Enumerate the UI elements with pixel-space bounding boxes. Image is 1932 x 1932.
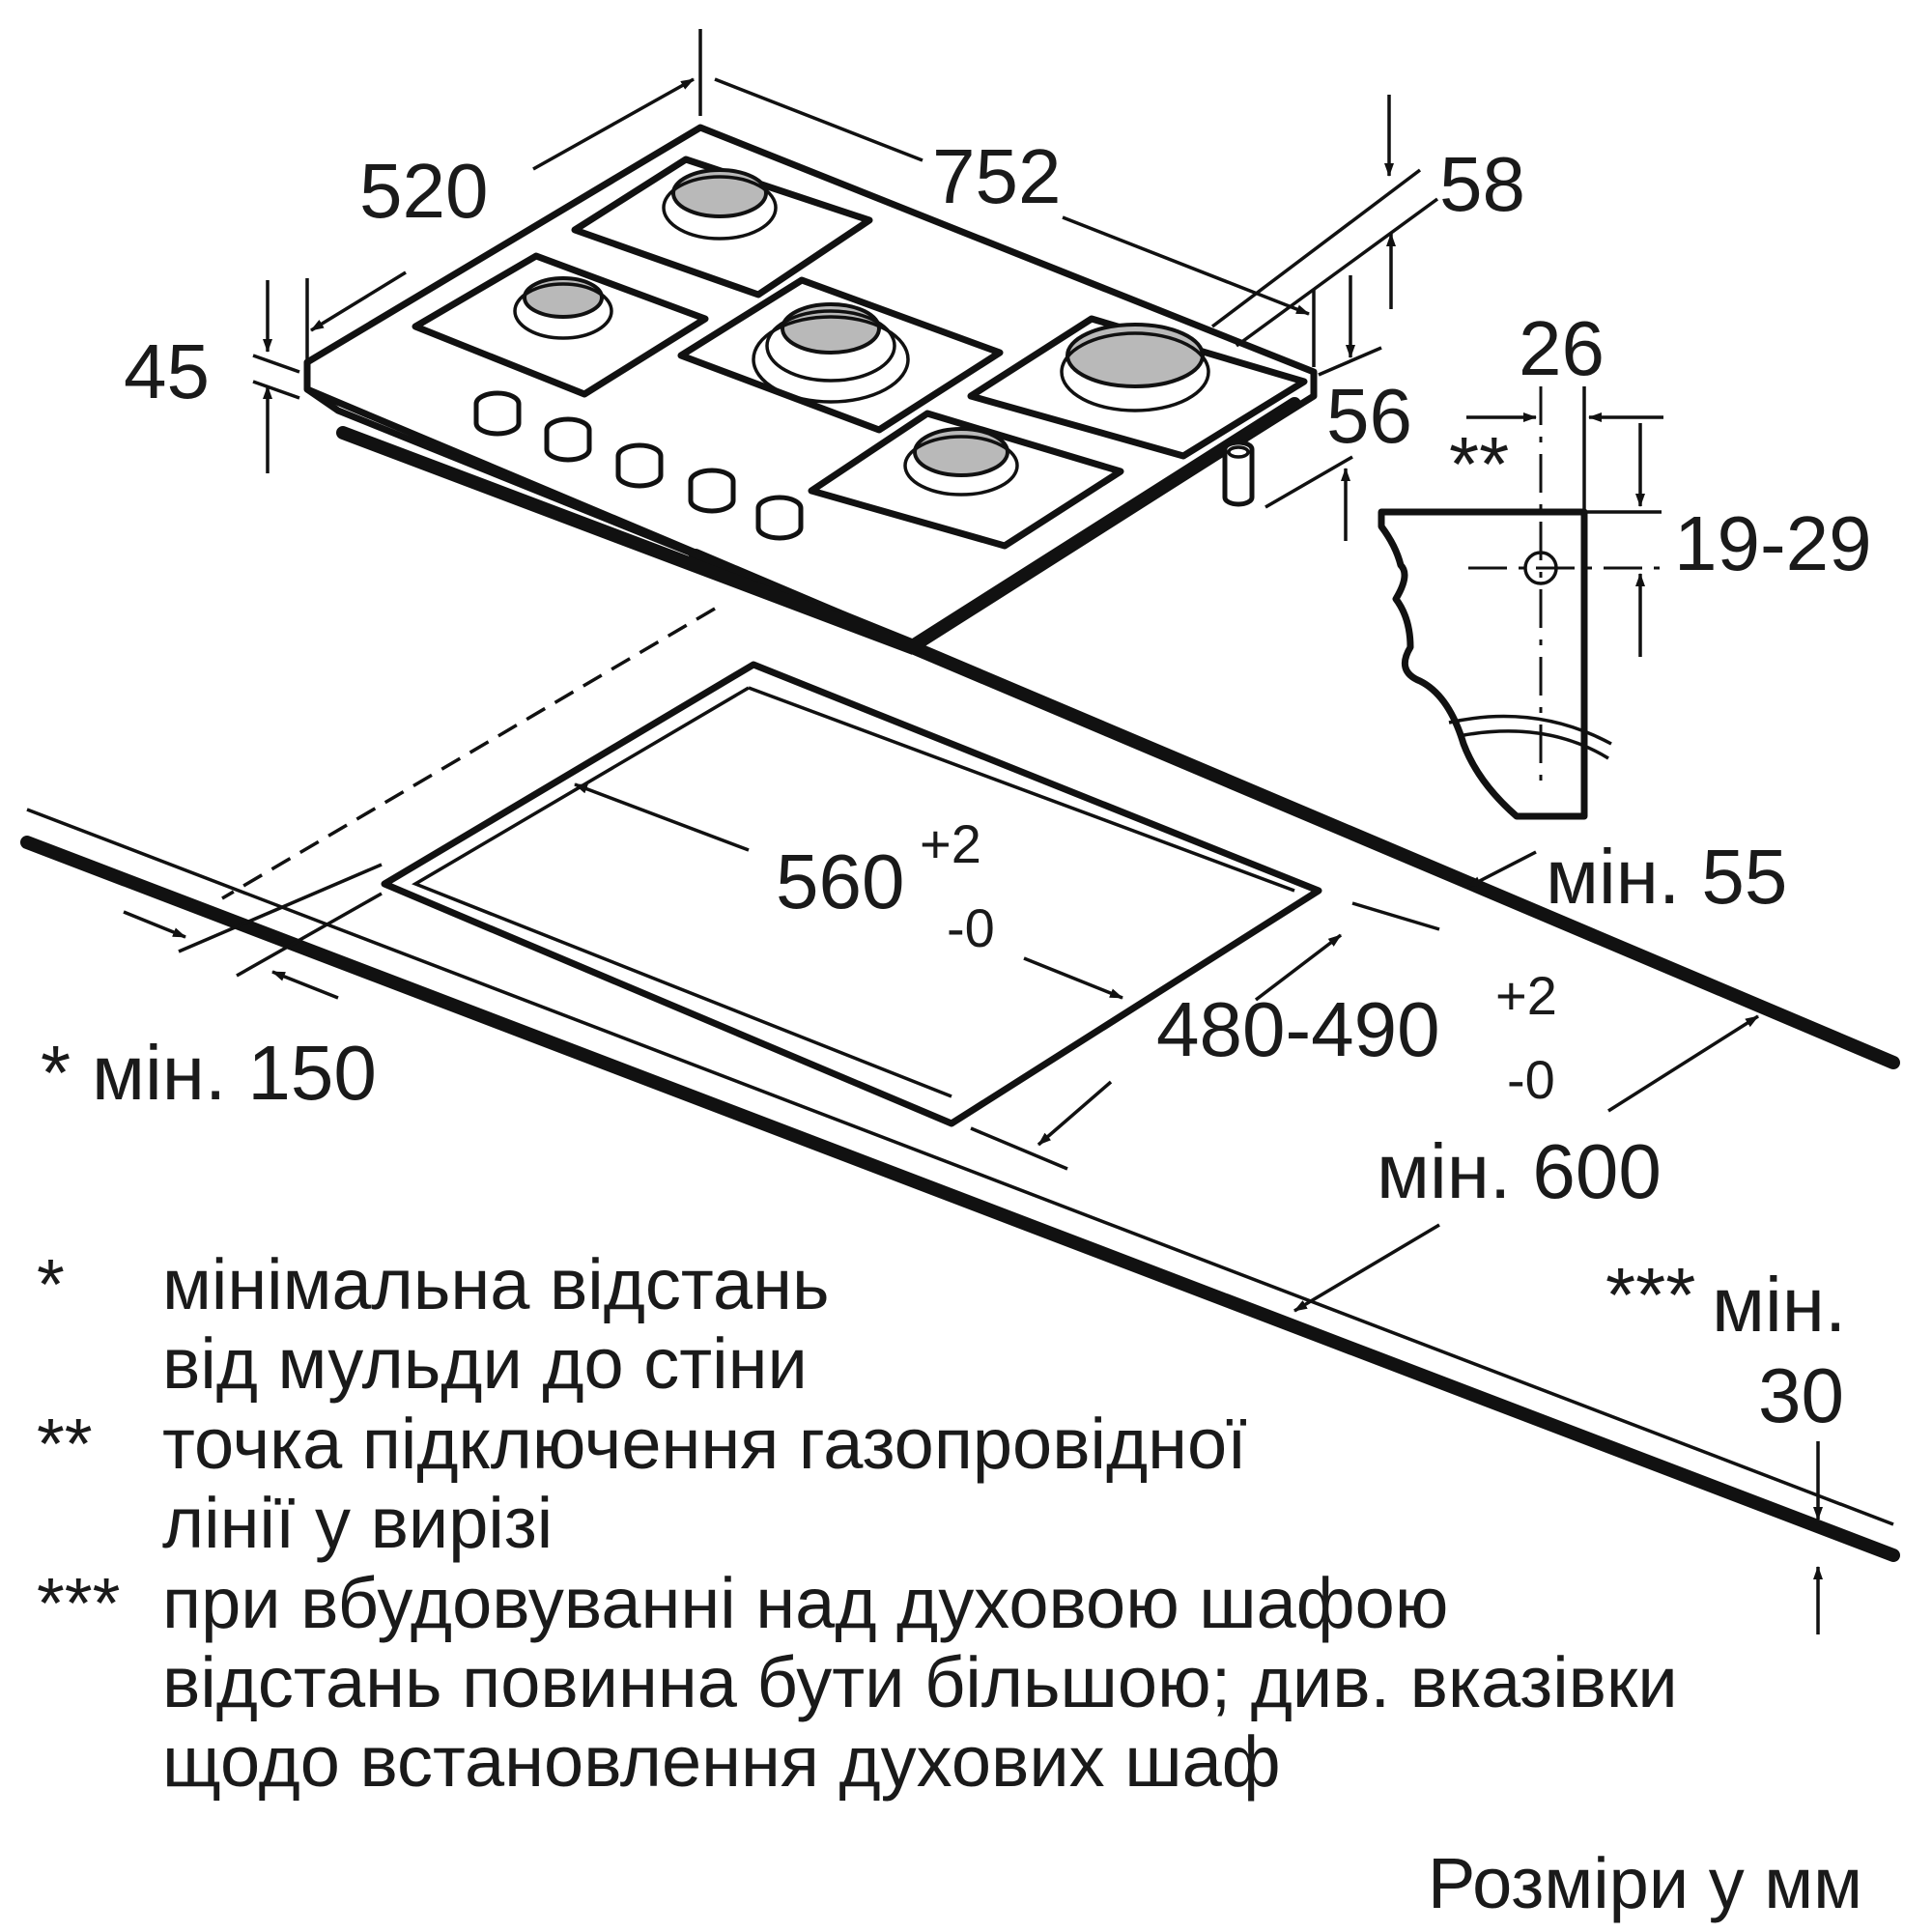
gas-width-label: 26 <box>1519 305 1605 391</box>
hob-dimension-lines <box>252 29 1439 541</box>
knob-4 <box>688 468 736 514</box>
width-dim-line-right <box>1062 215 1310 316</box>
control-knobs <box>473 390 804 541</box>
burner-ring-front-left <box>513 282 613 340</box>
cutout-outer-edge <box>381 661 1322 1127</box>
cutout-depth-ext-front <box>970 1126 1068 1171</box>
note-1-line-2: від мульди до стіни <box>162 1323 808 1404</box>
worktop-clearance-value: 30 <box>1758 1352 1844 1438</box>
gas-marker-label: ** <box>1449 421 1509 507</box>
worktop-top-front-edge <box>26 808 1894 1526</box>
cutout <box>381 661 1322 1127</box>
note-1-marker: * <box>37 1244 65 1324</box>
note-1-line-1: мінімальна відстань <box>162 1244 830 1324</box>
side-clearance-arrow-top <box>1607 1014 1759 1113</box>
height-right-ext-top <box>1318 346 1382 377</box>
back-clearance-arrow <box>1467 850 1537 889</box>
worktop-clearance-label: мін. <box>1712 1262 1846 1348</box>
cutout-depth-ext-back <box>1351 901 1440 931</box>
pan-support-center <box>677 276 1004 434</box>
side-clearance-label: мін. 600 <box>1377 1128 1662 1214</box>
hob-depth-label: 520 <box>359 148 488 234</box>
top-offset-ext-bottom <box>1235 197 1439 348</box>
cutout-dimension-lines <box>123 782 1823 1634</box>
knob-2 <box>544 416 592 463</box>
worktop-bottom-front-edge <box>20 836 1900 1562</box>
hob-height-left-label: 45 <box>124 328 210 414</box>
worktop-section-profile <box>1378 508 1588 820</box>
width-dim-line-left <box>714 77 923 162</box>
burner-ring-back-right <box>1060 331 1210 412</box>
hob-height-right-label: 56 <box>1326 373 1412 459</box>
pan-support-back-left <box>571 156 873 298</box>
cutout-depth-arrow-back <box>1254 933 1343 1002</box>
burner-ring-front-right <box>903 435 1019 497</box>
hob-bottom-edge <box>336 397 1301 655</box>
height-left-ext-top <box>252 354 300 374</box>
side-clearance-arrow-bottom <box>1293 1223 1440 1313</box>
burner-back-left <box>671 168 768 218</box>
top-offset-ext-top <box>1210 168 1422 328</box>
note-2-line-2: лінії у вирізі <box>162 1483 553 1563</box>
burner-ring-center <box>765 309 896 383</box>
knob-1 <box>473 390 522 437</box>
cutout-depth-tol-plus: +2 <box>1495 965 1557 1026</box>
front-clearance-arrow-right <box>271 970 339 1000</box>
note-3-line-3: щодо встановлення духових шаф <box>162 1721 1281 1802</box>
note-2-line-1: точка підключення газопровідної <box>162 1404 1247 1484</box>
hob-front-lip <box>305 386 915 646</box>
front-clearance-label: мін. 150 <box>92 1030 377 1116</box>
cutout-width-arrow-right <box>1023 956 1123 1000</box>
cutout-width-tol-minus: -0 <box>947 897 995 958</box>
note-3-line-2: відстань повинна бути більшою; див. вказ… <box>162 1642 1678 1722</box>
pan-support-back-right <box>967 315 1308 460</box>
note-3-line-1: при вбудовуванні над духовою шафою <box>162 1563 1448 1643</box>
pan-support-front-right <box>808 410 1124 550</box>
cutout-depth-label: 480-490 <box>1156 986 1440 1072</box>
front-clearance-ext-line <box>178 863 383 953</box>
gas-connection-detail <box>1378 386 1666 820</box>
note-3-marker: *** <box>37 1563 120 1643</box>
cutout-inner-left-edge <box>412 686 952 1098</box>
gas-connection-pipe-opening <box>1227 445 1250 459</box>
gas-height-label: 19-29 <box>1674 500 1872 586</box>
footnotes: * мінімальна відстань від мульди до стін… <box>37 1244 1862 1923</box>
pan-support-front-left <box>412 252 709 398</box>
section-break-line-top <box>1448 714 1612 746</box>
dimension-labels: 520 752 45 58 56 26 ** 19-29 560 +2 -0 4… <box>41 133 1872 1438</box>
height-right-ext-bottom <box>1264 455 1353 509</box>
burner-ring-back-left <box>662 175 778 241</box>
front-clearance-prefix: * <box>41 1030 71 1116</box>
cutout-width-arrow-left <box>574 782 750 852</box>
worktop-left-hidden-edge <box>221 607 716 900</box>
hob-top-offset-label: 58 <box>1439 141 1525 227</box>
front-clearance-ext-line-inner <box>236 892 383 978</box>
back-clearance-label: мін. 55 <box>1546 834 1787 920</box>
cutout-inner-back-edge <box>748 686 1295 893</box>
note-2-marker: ** <box>37 1404 93 1484</box>
height-left-ext-bottom <box>252 380 300 400</box>
front-clearance-arrow-left <box>123 910 186 939</box>
worktop-clearance-prefix: *** <box>1605 1252 1695 1338</box>
knob-5 <box>755 495 804 541</box>
cutout-width-tol-plus: +2 <box>920 813 981 874</box>
knob-3 <box>615 442 664 489</box>
gas-hob <box>303 124 1318 655</box>
cutout-depth-arrow-front <box>1037 1080 1113 1147</box>
cutout-width-label: 560 <box>776 838 904 924</box>
hob-width-label: 752 <box>932 133 1061 219</box>
gas-connection-pipe <box>1222 440 1255 507</box>
cutout-depth-tol-minus: -0 <box>1507 1049 1555 1110</box>
depth-dim-line-front <box>310 270 407 332</box>
burner-outer-ring-center <box>752 315 910 404</box>
burner-center-wok <box>781 302 881 355</box>
units-label: Розміри у мм <box>1428 1843 1862 1923</box>
depth-dim-line-back <box>532 77 695 171</box>
